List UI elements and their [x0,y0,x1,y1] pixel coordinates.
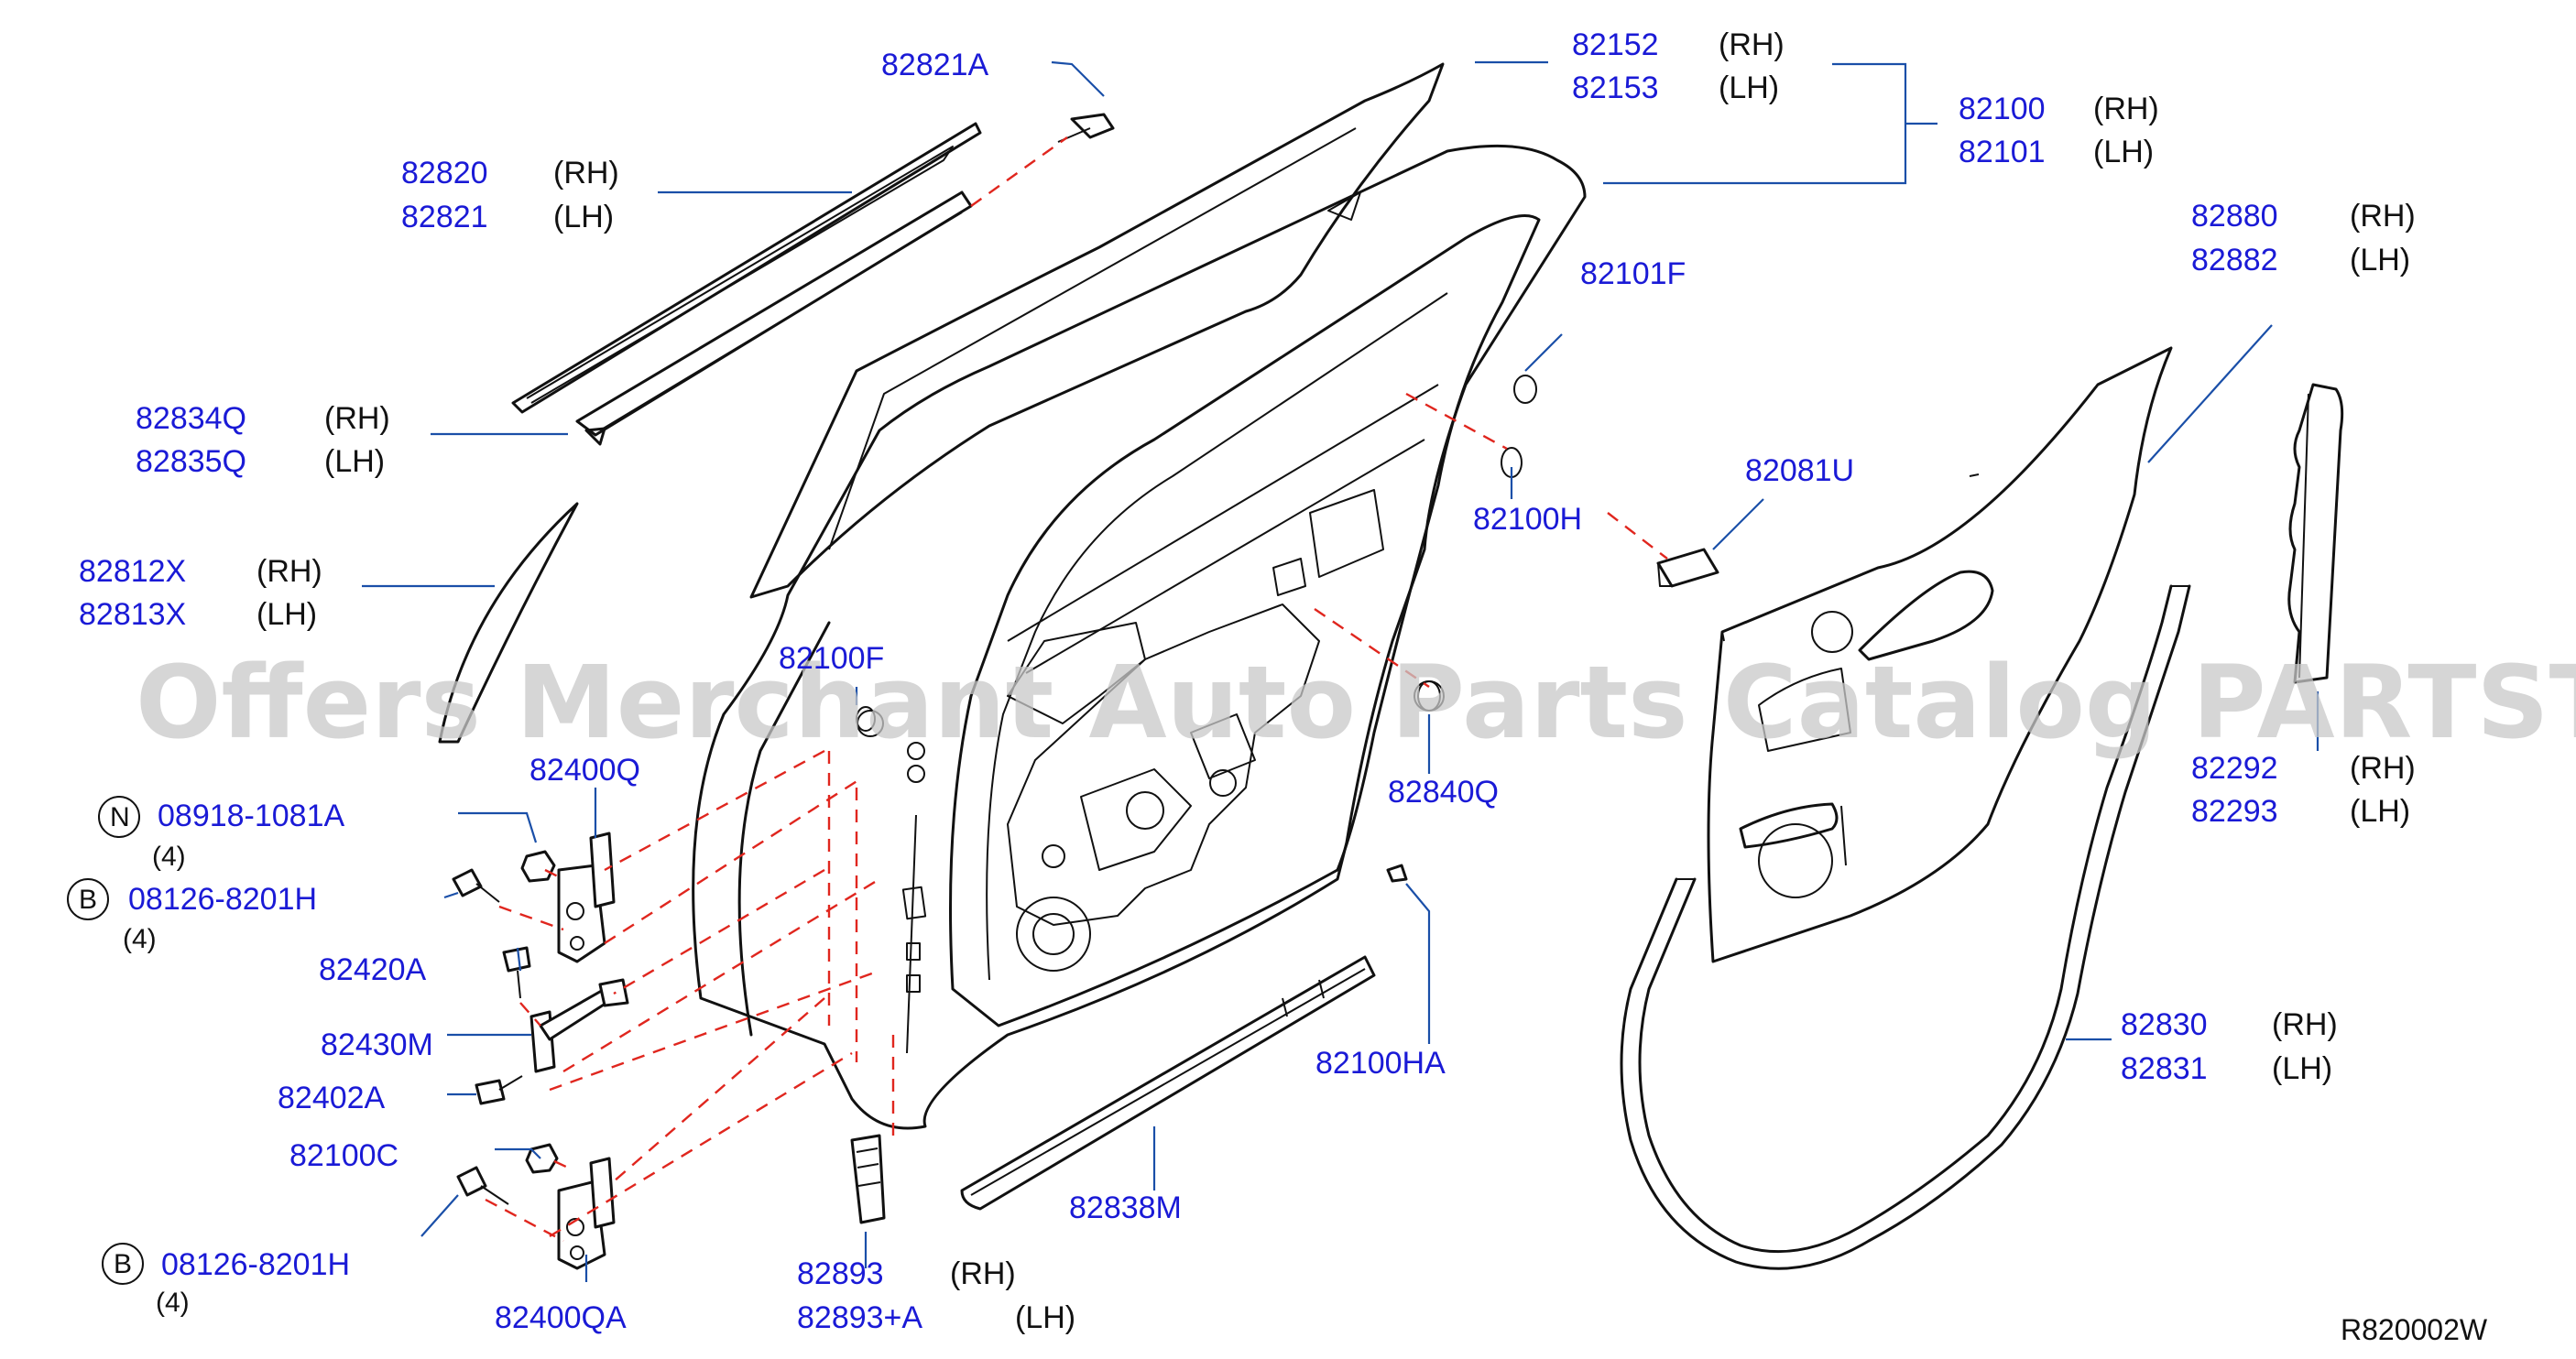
check-link-drawing [529,978,629,1073]
label-82400QA[interactable]: 82400QA [495,1300,627,1335]
door-seal-drawing [1620,584,2191,1270]
label-82812X-side: (RH) [257,554,322,589]
label-82152[interactable]: 82152 [1572,27,1659,62]
label-82835Q-side: (LH) [324,444,385,479]
label-82840Q[interactable]: 82840Q [1388,775,1499,810]
hinge-lower-drawing [557,1157,616,1270]
label-82893A[interactable]: 82893+A [797,1300,922,1335]
label-82100[interactable]: 82100 [1959,92,2046,126]
label-82820[interactable]: 82820 [401,156,488,190]
label-82813X-side: (LH) [257,597,317,632]
label-82893[interactable]: 82893 [797,1256,884,1291]
watermark: Offers Merchant Auto Parts Catalog PARTS… [136,644,2576,761]
moulding-82812X-drawing [438,502,579,744]
seal-82893-drawing [850,1134,886,1224]
diagram-code: R820002W [2341,1313,2488,1346]
label-82101F[interactable]: 82101F [1580,256,1686,291]
label-82831-side: (LH) [2272,1051,2332,1086]
label-82821-side: (LH) [553,200,614,234]
label-82882-side: (LH) [2350,243,2410,277]
label-08126-8201H-1[interactable]: 08126-8201H [128,882,317,917]
label-82100H[interactable]: 82100H [1473,502,1582,537]
weatherstrip-82292-drawing [2287,383,2344,684]
b-symbol-2: B [114,1249,132,1279]
label-82893-side: (RH) [950,1256,1016,1291]
label-82292-side: (RH) [2350,751,2416,786]
label-82402A[interactable]: 82402A [278,1081,386,1115]
label-82100-side: (RH) [2093,92,2159,126]
label-82152-side: (RH) [1719,27,1785,62]
label-08918-1081A[interactable]: 08918-1081A [158,799,345,833]
label-82834Q-side: (RH) [324,401,390,436]
label-82430M[interactable]: 82430M [321,1027,433,1062]
label-82893A-side: (LH) [1015,1300,1075,1335]
label-82293-side: (LH) [2350,794,2410,829]
n-symbol: N [110,802,130,832]
sill-moulding-drawing [960,955,1376,1211]
label-82834Q[interactable]: 82834Q [136,401,246,436]
label-82153[interactable]: 82153 [1572,71,1659,105]
label-82838M[interactable]: 82838M [1069,1190,1182,1225]
label-82835Q[interactable]: 82835Q [136,444,246,479]
label-82830[interactable]: 82830 [2121,1007,2208,1042]
label-82812X[interactable]: 82812X [79,554,186,589]
label-82882[interactable]: 82882 [2191,243,2278,277]
label-08918-qty: (4) [152,842,186,872]
door-shell-drawing [692,144,1587,1130]
label-82821A[interactable]: 82821A [881,48,989,82]
label-82101[interactable]: 82101 [1959,135,2046,169]
label-82293[interactable]: 82293 [2191,794,2278,829]
label-82420A[interactable]: 82420A [319,952,427,987]
label-82400Q[interactable]: 82400Q [529,753,640,788]
label-82813X[interactable]: 82813X [79,597,186,632]
door-glass-drawing [749,62,1445,599]
label-82820-side: (RH) [553,156,619,190]
labels: 82821A 82820 (RH) 82821 (LH) 82834Q (RH)… [67,27,2488,1346]
hinge-upper-drawing [557,832,616,963]
leader-lines [362,60,2319,1282]
label-82100F[interactable]: 82100F [779,641,884,676]
assembly-guides [485,136,1668,1243]
label-82831[interactable]: 82831 [2121,1051,2208,1086]
n-symbol-circle [98,796,140,838]
label-82100C[interactable]: 82100C [289,1138,398,1173]
b-symbol-1: B [79,885,97,915]
label-82821[interactable]: 82821 [401,200,488,234]
label-82880-side: (RH) [2350,199,2416,234]
b-symbol-circle-2 [102,1243,144,1285]
label-82830-side: (RH) [2272,1007,2338,1042]
label-08126-2-qty: (4) [156,1288,190,1318]
label-82292[interactable]: 82292 [2191,751,2278,786]
label-82100HA[interactable]: 82100HA [1315,1046,1446,1081]
label-82153-side: (LH) [1719,71,1779,105]
b-symbol-circle-1 [67,878,109,920]
door-trim-drawing [1707,346,2173,963]
label-82880[interactable]: 82880 [2191,199,2278,234]
label-82081U[interactable]: 82081U [1745,453,1854,488]
label-08126-1-qty: (4) [123,924,157,954]
clip-82081U-drawing [1656,548,1719,588]
fasteners-drawing [452,850,559,1205]
label-82101-side: (LH) [2093,135,2154,169]
label-08126-8201H-2[interactable]: 08126-8201H [161,1247,350,1282]
